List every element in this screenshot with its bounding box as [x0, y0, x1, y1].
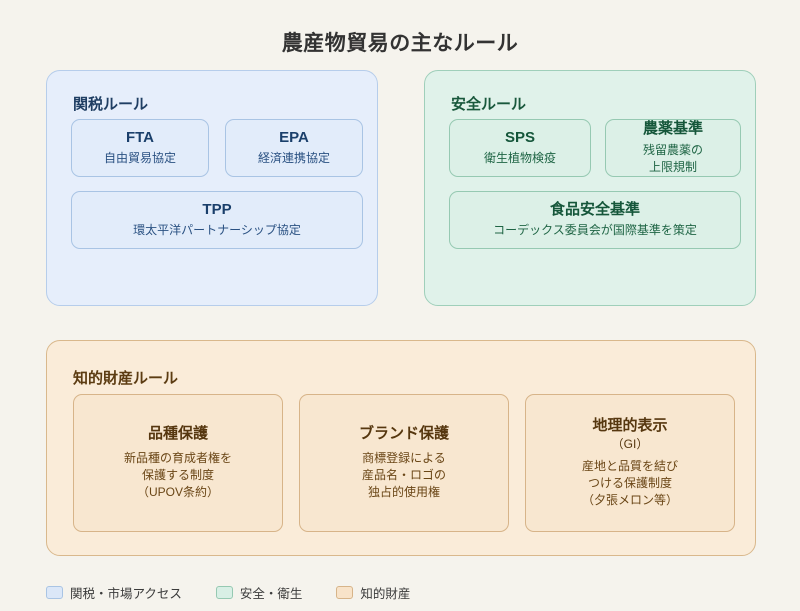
card-title: EPA [279, 128, 309, 146]
card-food-safety-standard[interactable]: 食品安全基準 コーデックス委員会が国際基準を策定 [449, 191, 741, 249]
legend-label: 関税・市場アクセス [70, 587, 182, 601]
card-epa[interactable]: EPA 経済連携協定 [225, 119, 363, 177]
panel-intellectual-property-rules: 知的財産ルール 品種保護 新品種の育成者権を 保護する制度 （UPOV条約） ブ… [46, 340, 756, 556]
panel-header-safety: 安全ルール [451, 96, 527, 113]
legend: 関税・市場アクセス 安全・衛生 知的財産 [46, 583, 410, 602]
card-title: 地理的表示 [592, 416, 668, 434]
card-pesticide-standard[interactable]: 農薬基準 残留農薬の 上限規制 [605, 119, 741, 177]
card-title: 農薬基準 [642, 120, 703, 138]
card-subtitle: 経済連携協定 [257, 151, 330, 166]
card-note: （GI） [611, 436, 649, 451]
card-subtitle: 産地と品質を結び つける保護制度 （夕張メロン等） [581, 458, 678, 507]
panel-header-intellectual-property: 知的財産ルール [73, 370, 179, 387]
card-title: 品種保護 [147, 425, 208, 443]
card-brand-protection[interactable]: ブランド保護 商標登録による 産品名・ロゴの 独占的使用権 [299, 394, 509, 532]
card-subtitle: 残留農薬の 上限規制 [642, 142, 703, 174]
card-subtitle: 新品種の育成者権を 保護する制度 （UPOV条約） [123, 450, 232, 499]
card-subtitle: コーデックス委員会が国際基準を策定 [493, 223, 697, 238]
legend-label: 安全・衛生 [239, 587, 303, 601]
card-geographical-indication[interactable]: 地理的表示 （GI） 産地と品質を結び つける保護制度 （夕張メロン等） [525, 394, 735, 532]
legend-item-intellectual-property: 知的財産 [336, 583, 410, 602]
card-title: SPS [504, 128, 535, 146]
card-subtitle: 自由貿易協定 [103, 151, 176, 166]
card-tpp[interactable]: TPP 環太平洋パートナーシップ協定 [71, 191, 363, 249]
legend-swatch-icon [215, 586, 233, 599]
card-variety-protection[interactable]: 品種保護 新品種の育成者権を 保護する制度 （UPOV条約） [73, 394, 283, 532]
card-title: FTA [125, 128, 155, 146]
card-fta[interactable]: FTA 自由貿易協定 [71, 119, 209, 177]
card-subtitle: 環太平洋パートナーシップ協定 [133, 223, 301, 238]
legend-item-tariff: 関税・市場アクセス [46, 583, 182, 602]
card-title: 食品安全基準 [549, 200, 640, 218]
card-subtitle: 商標登録による 産品名・ロゴの 独占的使用権 [361, 450, 446, 499]
legend-label: 知的財産 [360, 587, 411, 601]
card-title: ブランド保護 [358, 425, 449, 443]
card-title: TPP [202, 200, 232, 218]
legend-item-safety: 安全・衛生 [215, 583, 303, 602]
card-sps[interactable]: SPS 衛生植物検疫 [449, 119, 591, 177]
legend-swatch-icon [46, 586, 63, 599]
panel-safety-rules: 安全ルール SPS 衛生植物検疫 農薬基準 残留農薬の 上限規制 食品安全基準 … [424, 70, 756, 306]
panel-header-tariff: 関税ルール [73, 96, 149, 113]
card-subtitle: 衛生植物検疫 [483, 151, 556, 166]
page-title: 農産物貿易の主なルール [281, 32, 519, 55]
panel-tariff-rules: 関税ルール FTA 自由貿易協定 EPA 経済連携協定 TPP 環太平洋パートナ… [46, 70, 378, 306]
legend-swatch-icon [336, 586, 354, 599]
